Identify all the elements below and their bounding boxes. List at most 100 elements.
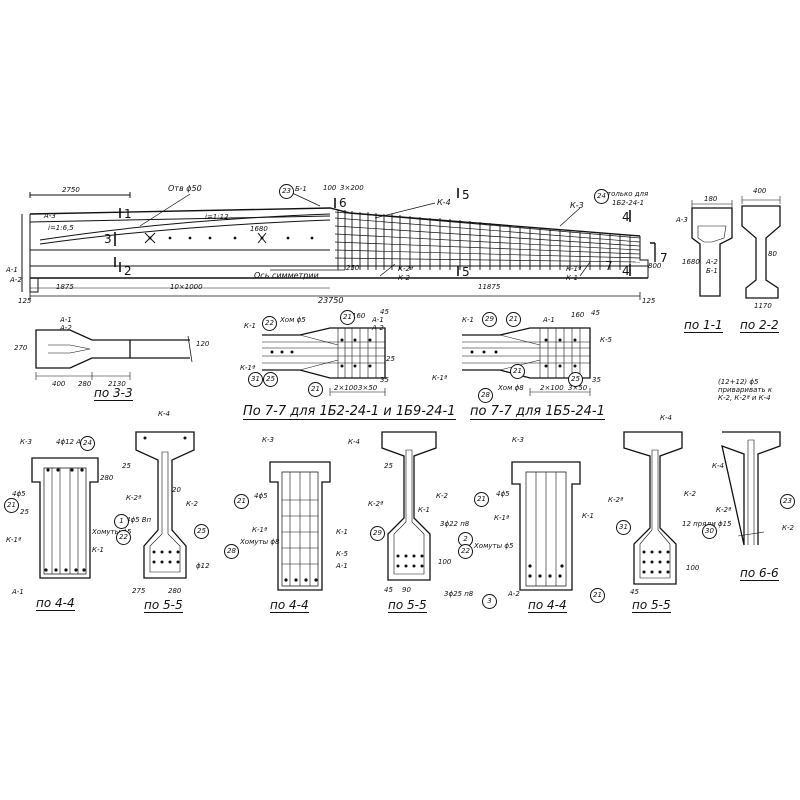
p77a-clamp: Хом ϕ5 [280, 316, 306, 324]
s55a-k4: К-4 [158, 410, 170, 418]
plan-7-7-b [462, 327, 591, 396]
dim-800: 800 [648, 262, 662, 270]
s55a-k2a: К-2ª [126, 494, 142, 502]
s11-b1: Б-1 [706, 267, 718, 275]
s44c-ref-21: 21 [474, 492, 489, 507]
s66-k4: К-4 [712, 462, 724, 470]
only-for: только для [607, 190, 649, 198]
section-4-4-b [269, 461, 331, 591]
s44c-k1a: К-1ª [494, 514, 510, 522]
s44a-k1a: К-1ª [6, 536, 22, 544]
p77b-ref-25: 25 [568, 372, 583, 387]
s44c-ref-22: 22 [458, 544, 473, 559]
p77b-dim4: 160 [571, 311, 585, 319]
p77a-dim6: 25 [386, 355, 395, 363]
p77a-ref-21a: 21 [340, 310, 355, 325]
s44c-k3: К-3 [512, 436, 524, 444]
s33-dim-270: 270 [14, 344, 28, 352]
s55c-dim-100: 100 [686, 564, 700, 572]
s44a-dim-280: 280 [100, 474, 114, 482]
s44c-phi5: 4ϕ5 [496, 490, 510, 498]
caption-6-6: по 6-6 [740, 566, 779, 581]
p77a-dim5: 45 [380, 308, 389, 316]
a3-label: А-3 [44, 212, 56, 220]
s66-k2: К-2 [782, 524, 794, 532]
s55b-bars2: 3ϕ25 п8 [444, 590, 474, 598]
p77b-ref-28: 28 [478, 388, 493, 403]
p77a-ref-21b: 21 [308, 382, 323, 397]
p77a-dim1: 2×100 [334, 384, 358, 392]
p77a-a1: А-1 [372, 316, 384, 324]
s44a-bars: 4ϕ12 Ап [56, 438, 86, 446]
s55c-k4: К-4 [660, 414, 672, 422]
k2a-label: К-2ª [398, 265, 414, 273]
p77b-dim2: 3×50 [568, 384, 588, 392]
s55b-dim-100: 100 [438, 558, 452, 566]
s11-dim-1680: 1680 [682, 258, 700, 266]
slope-label-2: i=1:6,5 [48, 224, 74, 232]
s55a-bars: 4ϕ5 Вп [126, 516, 152, 524]
axis-label: Ось симметрии [254, 271, 319, 280]
s55b-ref-3: 3 [482, 594, 497, 609]
s44b-ref-21: 21 [234, 494, 249, 509]
s44c-a2: А-2 [508, 590, 520, 598]
caption-3-3: по 3-3 [94, 386, 133, 401]
sec-mark-7a: 7 [605, 259, 613, 273]
s55b-dim-25: 25 [384, 462, 393, 470]
sec-mark-6: 6 [339, 196, 347, 210]
s55a-dim-20: 20 [172, 486, 181, 494]
sec-mark-7b: 7 [660, 251, 668, 265]
p77a-ref-22: 22 [262, 316, 277, 331]
beam-elevation [21, 188, 656, 300]
dim-250: 250 [346, 264, 360, 272]
sec-mark-1: 1 [124, 207, 132, 221]
section-4-4-c [511, 461, 581, 591]
caption-2-2: по 2-2 [740, 318, 779, 333]
section-5-5-c [623, 431, 683, 585]
s44a-ref-24: 24 [80, 436, 95, 451]
caption-5-5-c: по 5-5 [632, 598, 671, 613]
section-1-1 [691, 200, 733, 297]
p77b-a1: А-1 [543, 316, 555, 324]
s44b-k1a: К-1ª [252, 526, 268, 534]
s11-a2: А-2 [706, 258, 718, 266]
s55c-ref-31: 31 [616, 520, 631, 535]
p77b-k1a: К-1ª [432, 374, 448, 382]
s55a-dim-280: 280 [168, 587, 182, 595]
s55a-phi12: ϕ12 [196, 562, 210, 570]
s55a-ref-1: 1 [114, 514, 129, 529]
s55a-ref-25: 25 [194, 524, 209, 539]
sec-mark-5a: 5 [462, 188, 470, 202]
rebar-k4: К-4 [437, 198, 451, 207]
s22-dim-80: 80 [768, 250, 777, 258]
s44c-k1: К-1 [582, 512, 594, 520]
p77b-dim1: 2×100 [540, 384, 564, 392]
s44b-phi5: 4ϕ5 [254, 492, 268, 500]
dim-pitch: 10×1000 [170, 283, 203, 291]
caption-4-4-b: по 4-4 [270, 598, 309, 613]
p77a-k1a: К-1ª [240, 364, 256, 372]
s44b-ref-28: 28 [224, 544, 239, 559]
s55b-dim-90: 90 [402, 586, 411, 594]
caption-7-7-b: по 7-7 для 1Б5-24-1 [470, 404, 605, 420]
s44b-k1: К-1 [336, 528, 348, 536]
s55a-k2: К-2 [186, 500, 198, 508]
s55a-dim-275: 275 [132, 587, 146, 595]
section-3-3 [35, 329, 193, 380]
s55b-dim-45: 45 [384, 586, 393, 594]
s44b-k3: К-3 [262, 436, 274, 444]
dim-125-right: 125 [642, 297, 656, 305]
sec-mark-5b: 5 [462, 265, 470, 279]
p77b-ref-21b: 21 [510, 364, 525, 379]
s44b-clamps: Хомуты ϕ8 [240, 538, 280, 546]
s33-dim-120: 120 [196, 340, 210, 348]
p77b-ref-21a: 21 [506, 312, 521, 327]
p77a-a2: А-2 [372, 324, 384, 332]
p77b-dim5: 45 [591, 309, 600, 317]
s55b-ref-29: 29 [370, 526, 385, 541]
s22-dim-400: 400 [753, 187, 767, 195]
hole-note: Отв ϕ50 [168, 184, 202, 193]
s33-a1: А-1 [60, 316, 72, 324]
